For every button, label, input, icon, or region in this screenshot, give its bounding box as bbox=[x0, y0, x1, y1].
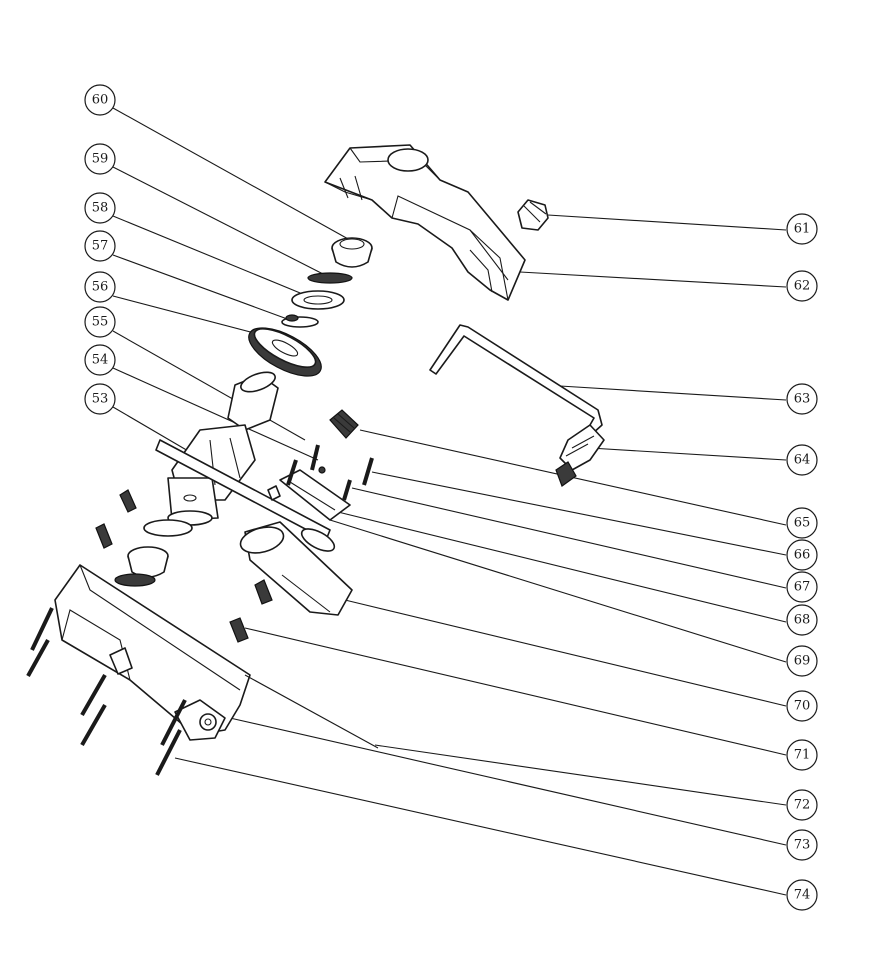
base-housing bbox=[54, 564, 379, 749]
callout-label-69: 69 bbox=[794, 654, 811, 669]
small-nut-part bbox=[517, 199, 549, 231]
housing-cover bbox=[324, 144, 526, 301]
callout-label-55: 55 bbox=[92, 315, 109, 330]
valve-fitting-part bbox=[555, 424, 605, 487]
callout-label-72: 72 bbox=[794, 798, 811, 813]
callout-label-65: 65 bbox=[794, 516, 811, 531]
callout-71: 71 bbox=[786, 739, 818, 771]
washer-stack bbox=[281, 272, 353, 328]
callout-label-73: 73 bbox=[794, 838, 811, 853]
callout-62: 62 bbox=[786, 270, 818, 302]
callout-60: 60 bbox=[84, 84, 116, 116]
long-bolts bbox=[26, 607, 187, 776]
callout-label-62: 62 bbox=[794, 279, 811, 294]
callout-58: 58 bbox=[84, 192, 116, 224]
callout-59: 59 bbox=[84, 143, 116, 175]
lower-bushing bbox=[114, 519, 193, 587]
callout-label-54: 54 bbox=[92, 353, 109, 368]
callout-label-74: 74 bbox=[794, 888, 811, 903]
callout-label-61: 61 bbox=[794, 222, 811, 237]
callout-73: 73 bbox=[786, 829, 818, 861]
callout-57: 57 bbox=[84, 230, 116, 262]
callout-label-63: 63 bbox=[794, 392, 811, 407]
callout-65: 65 bbox=[786, 507, 818, 539]
callout-label-71: 71 bbox=[794, 748, 811, 763]
bushing-part bbox=[331, 237, 373, 268]
spring-part bbox=[329, 409, 359, 439]
small-screws bbox=[286, 444, 374, 501]
callout-66: 66 bbox=[786, 539, 818, 571]
callout-label-66: 66 bbox=[794, 548, 811, 563]
callout-53: 53 bbox=[84, 383, 116, 415]
callout-label-59: 59 bbox=[92, 152, 109, 167]
callout-68: 68 bbox=[786, 604, 818, 636]
callout-63: 63 bbox=[786, 383, 818, 415]
callout-label-67: 67 bbox=[794, 580, 811, 595]
callout-70: 70 bbox=[786, 690, 818, 722]
callout-label-58: 58 bbox=[92, 201, 109, 216]
callout-64: 64 bbox=[786, 444, 818, 476]
callout-74: 74 bbox=[786, 879, 818, 911]
callout-label-53: 53 bbox=[92, 392, 109, 407]
gear-part bbox=[248, 327, 322, 377]
callouts: 60 59 58 57 56 55 54 53 61 62 63 64 65 6… bbox=[84, 84, 818, 911]
hex-key-part bbox=[429, 324, 603, 435]
callout-label-68: 68 bbox=[794, 613, 811, 628]
callout-61: 61 bbox=[786, 213, 818, 245]
callout-56: 56 bbox=[84, 271, 116, 303]
callout-label-60: 60 bbox=[92, 93, 109, 108]
motor-cylinder-part bbox=[239, 521, 353, 616]
pin-springs bbox=[95, 489, 273, 643]
callout-label-56: 56 bbox=[92, 280, 109, 295]
callout-67: 67 bbox=[786, 571, 818, 603]
callout-54: 54 bbox=[84, 344, 116, 376]
callout-label-64: 64 bbox=[794, 453, 811, 468]
callout-72: 72 bbox=[786, 789, 818, 821]
callout-69: 69 bbox=[786, 645, 818, 677]
callout-label-57: 57 bbox=[92, 239, 109, 254]
callout-55: 55 bbox=[84, 306, 116, 338]
clamp-block bbox=[267, 469, 351, 521]
callout-label-70: 70 bbox=[794, 699, 811, 714]
